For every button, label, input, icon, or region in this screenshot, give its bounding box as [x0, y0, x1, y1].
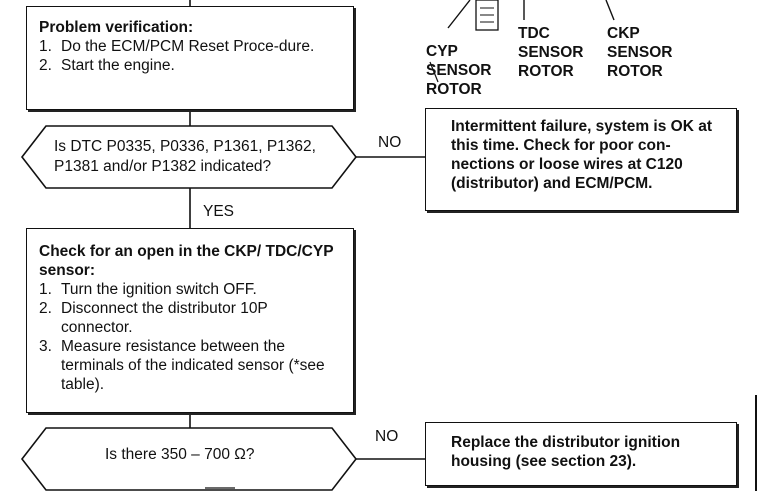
problem-verification-heading: Problem verification: — [39, 19, 194, 36]
problem-verification-box: Problem verification: 1.Do the ECM/PCM R… — [26, 6, 354, 110]
decision-resistance-no-label: NO — [375, 428, 399, 445]
step-item: 2.Start the engine. — [39, 57, 175, 74]
check-open-steps: 1.Turn the ignition switch OFF. 2.Discon… — [39, 280, 343, 394]
step-item: 1.Do the ECM/PCM Reset Proce-dure. — [39, 38, 315, 55]
tdc-sensor-rotor-label: TDC SENSOR ROTOR — [518, 25, 584, 80]
step-item: 3.Measure resistance between the termina… — [39, 338, 325, 393]
intermittent-failure-text: Intermittent failure, system is OK at th… — [451, 118, 712, 192]
illustration-line — [447, 0, 471, 29]
step-text: Start the engine. — [61, 57, 175, 74]
illustration-line — [429, 61, 439, 83]
check-open-heading: Check for an open in the CKP/ TDC/CYP se… — [39, 243, 334, 279]
step-text: Measure resistance between the terminals… — [61, 338, 325, 393]
problem-verification-steps: 1.Do the ECM/PCM Reset Proce-dure. 2.Sta… — [39, 37, 343, 75]
cyp-sensor-rotor-label: CYP SENSOR ROTOR — [426, 43, 492, 98]
step-item: 1.Turn the ignition switch OFF. — [39, 281, 257, 298]
replace-housing-box: Replace the distributor ignition housing… — [425, 422, 737, 486]
step-text: Do the ECM/PCM Reset Proce-dure. — [61, 38, 315, 55]
decision-dtc-yes-label: YES — [203, 203, 235, 220]
decision-dtc-no-label: NO — [378, 134, 402, 151]
decision-dtc-question: Is DTC P0335, P0336, P1361, P1362, P1381… — [54, 138, 316, 175]
step-text: Turn the ignition switch OFF. — [61, 281, 257, 298]
decision-resistance-question: Is there 350 – 700 Ω? — [105, 446, 255, 463]
step-text: Disconnect the distributor 10P connector… — [61, 300, 268, 336]
intermittent-failure-box: Intermittent failure, system is OK at th… — [425, 108, 737, 211]
ckp-sensor-rotor-label: CKP SENSOR ROTOR — [607, 25, 673, 80]
replace-housing-text: Replace the distributor ignition housing… — [451, 434, 681, 470]
step-item: 2.Disconnect the distributor 10P connect… — [39, 300, 268, 336]
check-open-box: Check for an open in the CKP/ TDC/CYP se… — [26, 228, 354, 413]
illustration-line — [605, 0, 615, 21]
